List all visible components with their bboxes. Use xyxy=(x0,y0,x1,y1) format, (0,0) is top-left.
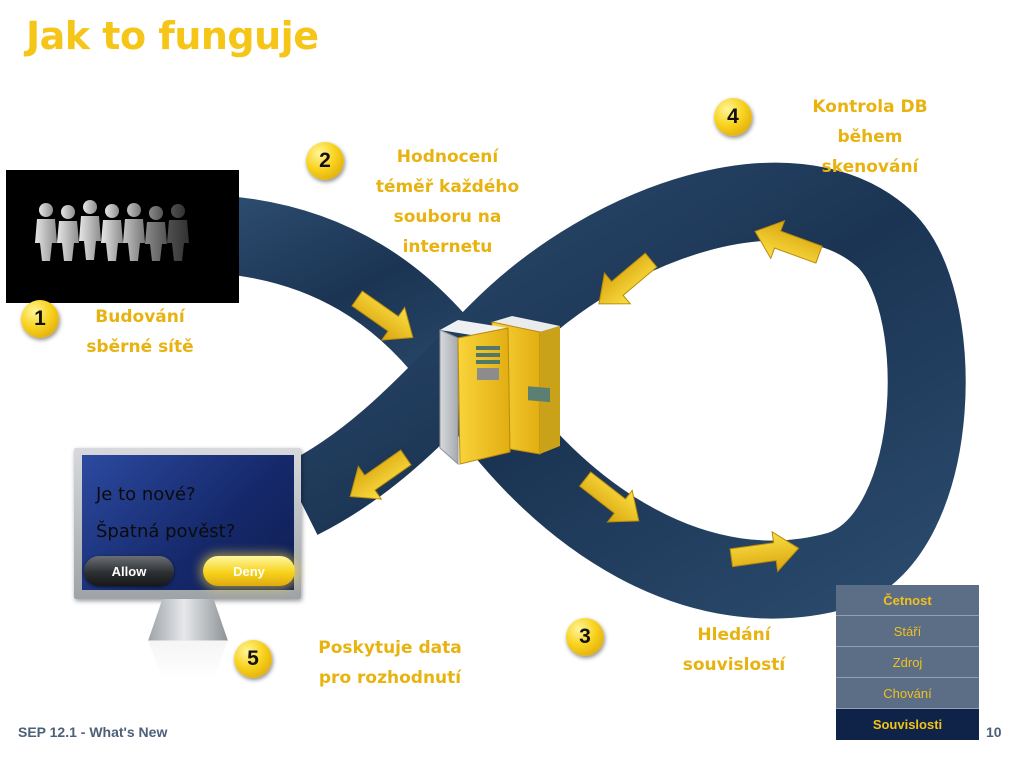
arrow-icon xyxy=(351,290,414,341)
slide-title: Jak to funguje xyxy=(26,14,319,58)
monitor-stand xyxy=(148,599,228,641)
table-row: Souvislosti xyxy=(836,708,979,740)
step-1-badge: 1 xyxy=(21,300,59,338)
table-row: Chování xyxy=(836,677,979,709)
step-2-badge: 2 xyxy=(306,142,344,180)
table-row: Stáří xyxy=(836,615,979,647)
step-2-label: Hodnocení téměř každého souboru na inter… xyxy=(375,147,520,257)
arrow-icon xyxy=(349,449,412,500)
question-reputation: Špatná pověst? xyxy=(96,521,236,542)
arrow-icon xyxy=(729,530,800,573)
step-3-label: Hledání souvislostí xyxy=(682,625,786,675)
step-5-badge: 5 xyxy=(234,640,272,678)
step-3-badge: 3 xyxy=(566,618,604,656)
allow-button[interactable]: Allow xyxy=(84,556,174,586)
table-cell: Zdroj xyxy=(836,646,979,678)
table-cell: Četnost xyxy=(836,585,979,616)
server-icon xyxy=(439,316,560,466)
arrow-icon xyxy=(578,471,640,523)
table-row: Zdroj xyxy=(836,646,979,678)
table-cell: Chování xyxy=(836,677,979,709)
table-cell: Stáří xyxy=(836,615,979,647)
deny-button[interactable]: Deny xyxy=(203,556,295,586)
step-5-label: Poskytuje data pro rozhodnutí xyxy=(318,638,462,688)
monitor-stand-reflection xyxy=(148,640,228,680)
page-number: 10 xyxy=(986,724,1002,740)
people-crowd-panel xyxy=(6,170,239,303)
people-crowd-icon xyxy=(35,200,189,261)
table-row: Četnost xyxy=(836,585,979,616)
step-4-label: Kontrola DB během skenování xyxy=(812,97,928,177)
table-cell: Souvislosti xyxy=(836,708,979,740)
slide-footer: SEP 12.1 - What's New xyxy=(18,724,168,740)
arrow-icon xyxy=(754,219,823,264)
criteria-table: Četnost Stáří Zdroj Chování Souvislosti xyxy=(836,585,979,740)
question-new: Je to nové? xyxy=(96,484,196,505)
step-4-badge: 4 xyxy=(714,98,752,136)
arrow-icon xyxy=(598,252,658,305)
step-1-label: Budování sběrné sítě xyxy=(86,307,194,357)
